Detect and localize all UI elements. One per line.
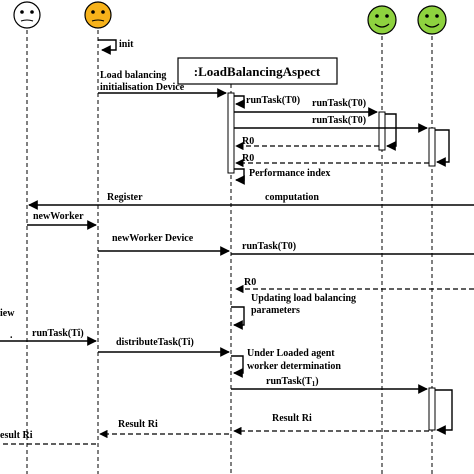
- worker-4-self-loop-2: [435, 389, 453, 435]
- r0-label-2: R0: [242, 153, 254, 164]
- runtask-t0-self-arrow: [234, 95, 245, 109]
- performance-index-self-arrow: [234, 168, 245, 185]
- component-box: [177, 57, 338, 85]
- updating-load-balancing-label: Updating load balancing: [251, 293, 356, 304]
- activation-bar: [227, 92, 235, 174]
- new-worker-device-label: newWorker Device: [112, 233, 194, 244]
- updating-parameters-self-arrow: [231, 306, 245, 330]
- performance-index-label: Performance index: [249, 168, 330, 179]
- load-balancing-label: Load balancing: [100, 70, 166, 81]
- component-box-label: :LoadBalancingAspect: [194, 64, 321, 79]
- face-icon: [367, 5, 397, 35]
- runtask-t0-label-1: runTask(T0): [246, 95, 300, 106]
- runtask-t1-label: runTask(T1): [266, 376, 319, 388]
- participant-face-4: [417, 5, 447, 35]
- runtask-ti-label: runTask(Ti): [32, 328, 84, 339]
- worker-3-self-loop: [385, 113, 397, 151]
- activation-bar: [378, 111, 386, 151]
- worker-4-self-loop: [435, 129, 450, 167]
- activation-bar: [428, 127, 436, 167]
- distribute-task-label: distributeTask(Ti): [116, 337, 194, 348]
- initialisation-device-label: initialisation Device: [100, 82, 185, 93]
- new-worker-label: newWorker: [33, 211, 84, 222]
- runtask-t0-label-2: runTask(T0): [312, 98, 366, 109]
- runtask-t0-label-3: runTask(T0): [312, 115, 366, 126]
- participant-face-3: [367, 5, 397, 35]
- register-label: Register: [107, 192, 143, 203]
- result-ri-label-3: esult Ri: [0, 430, 33, 441]
- activation-bar: [428, 387, 436, 431]
- worker-determination-label: worker determination: [247, 361, 341, 372]
- r0-label-1: R0: [242, 136, 254, 147]
- under-loaded-self-arrow: [231, 355, 244, 378]
- participant-face-1: [13, 1, 41, 29]
- participant-face-2: [84, 1, 112, 29]
- under-loaded-agent-label: Under Loaded agent: [247, 348, 335, 359]
- init-label: init: [119, 39, 134, 50]
- view-fragment-label: iew: [0, 308, 15, 319]
- computation-label: computation: [265, 192, 319, 203]
- result-ri-label-1: Result Ri: [272, 413, 312, 424]
- face-icon: [417, 5, 447, 35]
- result-ri-label-2: Result Ri: [118, 419, 158, 430]
- r0-label-3: R0: [244, 277, 256, 288]
- init-self-arrow: [98, 39, 117, 55]
- face-icon: [13, 1, 41, 29]
- dot-label: .: [10, 330, 13, 341]
- runtask-t0-label-4: runTask(T0): [242, 241, 296, 252]
- face-icon: [84, 1, 112, 29]
- parameters-label: parameters: [251, 305, 300, 316]
